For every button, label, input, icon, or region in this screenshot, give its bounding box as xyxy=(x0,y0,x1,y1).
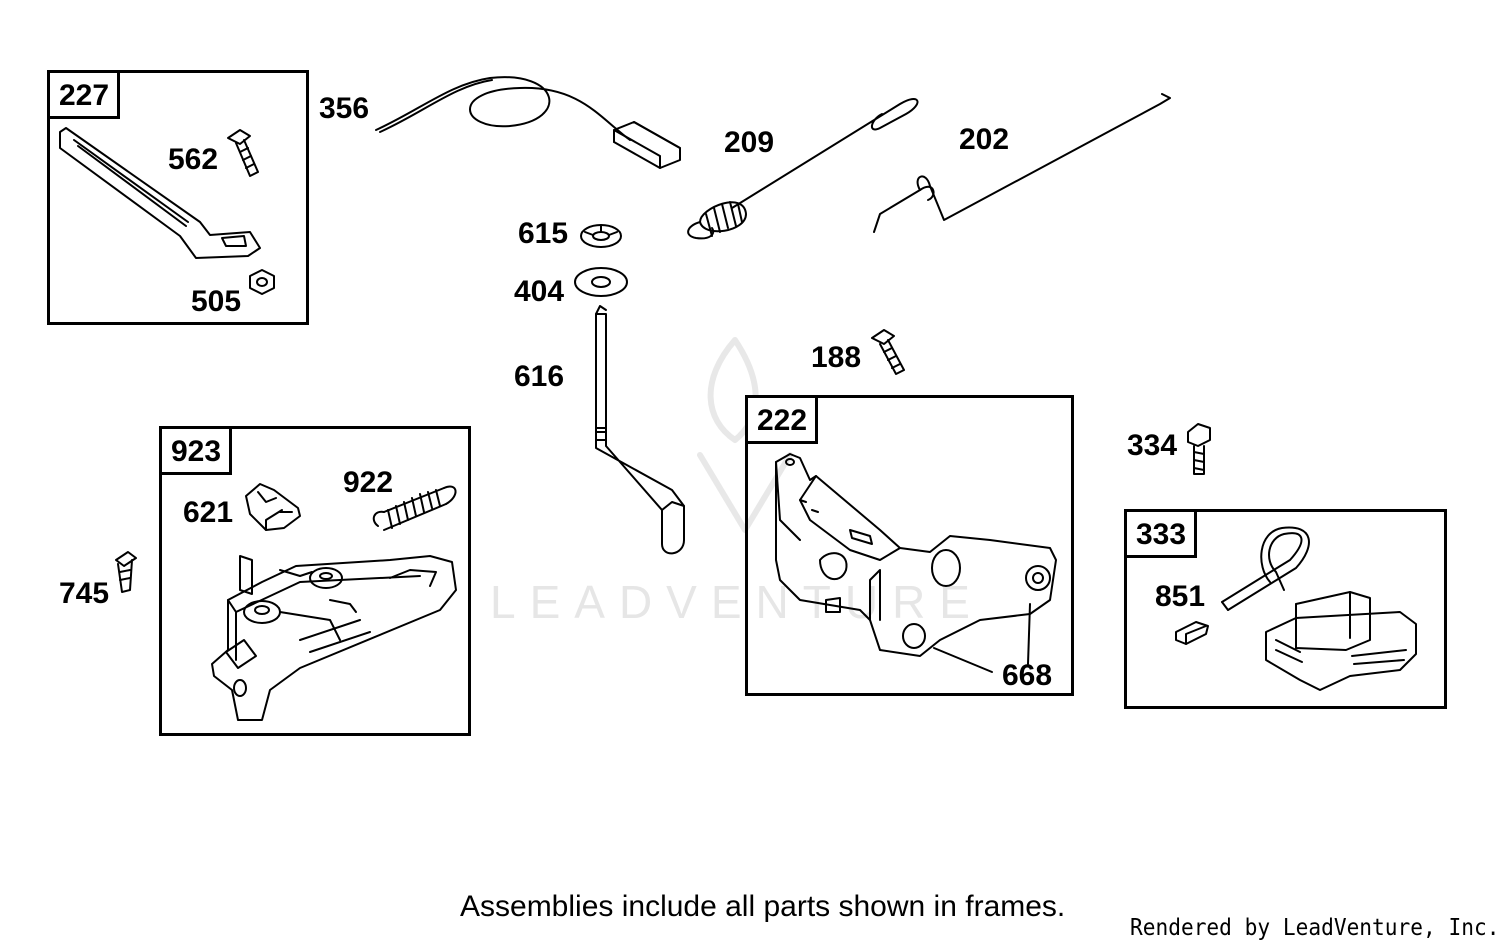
part-label-356: 356 xyxy=(319,92,370,125)
ground-wire-356-part xyxy=(375,76,681,169)
part-label-922: 922 xyxy=(343,466,394,499)
part-label-404: 404 xyxy=(514,275,565,308)
frame-label-923: 923 xyxy=(159,426,233,475)
frame-label-333: 333 xyxy=(1124,509,1198,558)
control-bracket-923-part xyxy=(211,555,457,721)
frame-label-222: 222 xyxy=(745,395,819,444)
part-label-505: 505 xyxy=(191,285,242,318)
part-label-621: 621 xyxy=(183,496,234,529)
assemblies-note: Assemblies include all parts shown in fr… xyxy=(460,890,1066,923)
ignition-armature-333-part xyxy=(1221,526,1417,691)
frame-label-227: 227 xyxy=(47,70,121,119)
clip-621-icon xyxy=(245,483,301,531)
washer-404-icon xyxy=(574,267,628,297)
part-label-334: 334 xyxy=(1127,429,1178,462)
governor-lever-part xyxy=(59,127,261,259)
bolt-188-icon xyxy=(871,329,905,375)
nut-505-icon xyxy=(249,269,275,295)
control-bracket-222-part xyxy=(775,453,1057,657)
part-label-202: 202 xyxy=(959,123,1010,156)
leader-lines-668 xyxy=(933,603,1031,673)
part-label-188: 188 xyxy=(811,341,862,374)
governor-link-202-part xyxy=(873,93,1171,233)
frame-333: 333 xyxy=(1124,509,1447,709)
governor-shaft-616-part xyxy=(595,305,685,555)
screw-745-icon xyxy=(115,551,137,593)
watermark-text: LEADVENTURE xyxy=(490,576,984,628)
part-label-851: 851 xyxy=(1155,580,1206,613)
frame-227: 227 xyxy=(47,70,309,325)
retainer-615-icon xyxy=(580,224,622,248)
part-label-745: 745 xyxy=(59,577,110,610)
part-label-668: 668 xyxy=(1002,659,1053,692)
governor-spring-209-part xyxy=(687,98,919,240)
frame-222: 222 xyxy=(745,395,1074,696)
bolt-562-icon xyxy=(227,129,259,177)
rendered-by-credit: Rendered by LeadVenture, Inc. xyxy=(1130,915,1500,941)
part-label-209: 209 xyxy=(724,126,775,159)
part-label-562: 562 xyxy=(168,143,219,176)
part-label-615: 615 xyxy=(518,217,569,250)
bolt-334-icon xyxy=(1187,423,1211,475)
spring-922-icon xyxy=(372,485,457,531)
frame-923: 923 xyxy=(159,426,471,736)
clip-851-icon xyxy=(1175,621,1209,645)
part-label-616: 616 xyxy=(514,360,565,393)
